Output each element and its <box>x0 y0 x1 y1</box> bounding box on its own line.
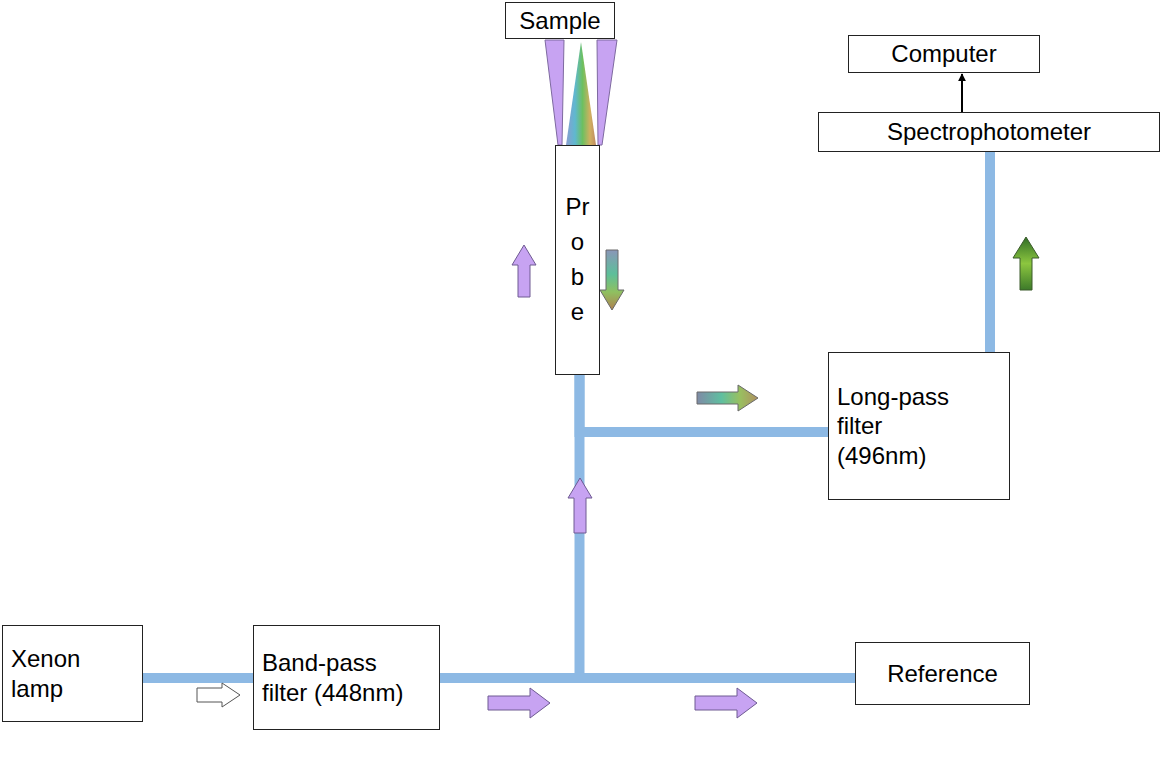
emission-arrow <box>697 385 758 411</box>
computer-box: Computer <box>848 35 1040 73</box>
excitation-arrow <box>695 688 757 718</box>
light-guide <box>143 673 253 683</box>
filtered-emission-arrow <box>1013 237 1039 290</box>
white-light-arrow <box>197 683 240 707</box>
sample-box: Sample <box>505 2 615 39</box>
light-guide <box>580 375 829 432</box>
spectrophotometer-box: Spectrophotometer <box>818 112 1160 152</box>
band-pass-filter-box: Band-pass filter (448nm) <box>253 625 440 730</box>
xenon-lamp-box: Xenon lamp <box>2 625 143 722</box>
data-arrow <box>961 74 963 112</box>
long-pass-filter-box: Long-pass filter (496nm) <box>828 352 1010 500</box>
excitation-cone <box>545 40 564 145</box>
node-label: Computer <box>891 39 996 68</box>
excitation-cone <box>597 40 617 145</box>
light-guide <box>985 152 995 352</box>
node-label: Band-pass filter (448nm) <box>262 648 412 707</box>
light-guide <box>440 375 580 678</box>
reference-box: Reference <box>855 642 1030 705</box>
emission-arrow <box>600 250 624 310</box>
emission-cone <box>566 42 596 145</box>
excitation-arrow <box>568 478 592 533</box>
excitation-arrow <box>488 688 550 718</box>
node-label: Sample <box>519 6 600 35</box>
excitation-arrow <box>512 245 536 297</box>
node-label: Spectrophotometer <box>887 117 1091 146</box>
node-label: Long-pass filter (496nm) <box>837 382 977 470</box>
node-label: Xenon lamp <box>11 644 121 703</box>
node-label: Reference <box>887 659 998 688</box>
node-label: Probe <box>566 190 590 329</box>
probe-box: Probe <box>555 145 600 375</box>
